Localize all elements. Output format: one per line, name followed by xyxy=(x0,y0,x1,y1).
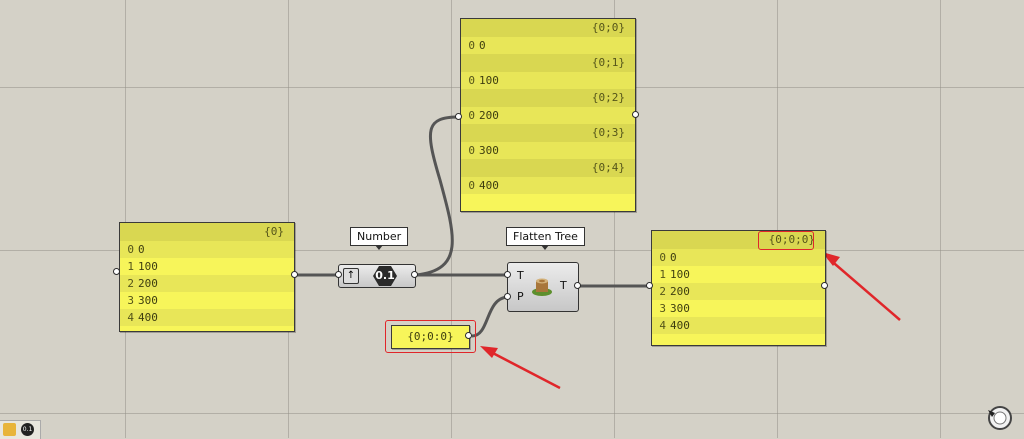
highlight-box-right-path xyxy=(758,231,814,250)
wire-number-to-top-panel[interactable] xyxy=(415,115,460,277)
input-p-label[interactable]: P xyxy=(517,290,524,303)
panel-top-output-grip[interactable] xyxy=(632,111,639,118)
panel-right-path: {0;0;0} xyxy=(652,231,825,249)
panel-right-input-grip[interactable] xyxy=(646,282,653,289)
branch-path: {0;0} xyxy=(461,19,635,37)
branch-path: {0;3} xyxy=(461,124,635,142)
grasshopper-icon[interactable] xyxy=(3,423,16,436)
panel-top-input-grip[interactable] xyxy=(455,113,462,120)
wire-path-to-flatten[interactable] xyxy=(471,295,509,338)
panel-left-output-grip[interactable] xyxy=(291,271,298,278)
flatten-output-t-grip[interactable] xyxy=(574,282,581,289)
navigation-widget-icon[interactable] xyxy=(986,404,1014,432)
number-0.1-icon: 0.1 xyxy=(373,266,397,286)
flatten-tree-component[interactable]: T P T xyxy=(507,262,579,312)
number-icon[interactable]: 0.1 xyxy=(21,423,34,436)
arrow-annotation-bottom xyxy=(480,346,561,390)
input-t-label[interactable]: T xyxy=(517,269,524,282)
panel-right-output-grip[interactable] xyxy=(821,282,828,289)
branch-path: {0;1} xyxy=(461,54,635,72)
stump-icon xyxy=(531,275,553,297)
branch-path: {0;2} xyxy=(461,89,635,107)
number-tooltip: Number xyxy=(350,227,409,250)
arrow-annotation-right xyxy=(822,252,901,321)
flatten-input-p-grip[interactable] xyxy=(504,293,511,300)
branch-path: {0;4} xyxy=(461,159,635,177)
number-input-grip[interactable] xyxy=(335,271,342,278)
highlight-box-path xyxy=(385,320,476,353)
panel-path-output-grip[interactable] xyxy=(465,332,472,339)
flatten-tooltip: Flatten Tree xyxy=(506,227,585,250)
panel-path[interactable]: {0;0:0} xyxy=(391,325,470,349)
number-component[interactable]: ↑ 0.1 xyxy=(338,264,416,288)
panel-left-input-grip[interactable] xyxy=(113,268,120,275)
flatten-input-t-grip[interactable] xyxy=(504,271,511,278)
status-bar: 0.1 xyxy=(0,420,41,439)
number-output-grip[interactable] xyxy=(411,271,418,278)
upload-icon[interactable]: ↑ xyxy=(343,268,359,284)
output-t-label[interactable]: T xyxy=(560,279,567,292)
panel-path-value: {0;0:0} xyxy=(407,330,454,343)
panel-left-path: {0} xyxy=(120,223,294,241)
